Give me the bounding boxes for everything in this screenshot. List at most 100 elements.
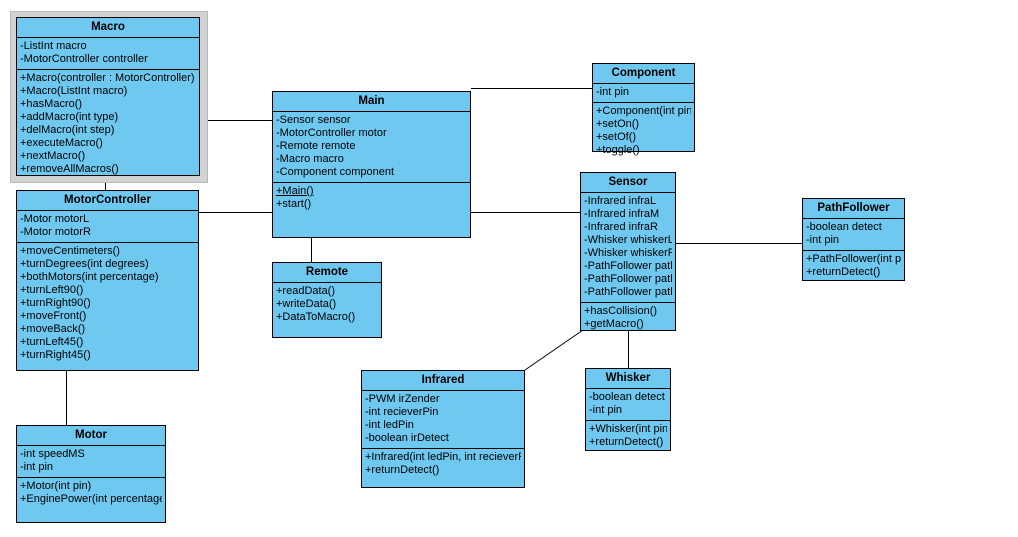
operation-row: +setOn() (596, 118, 640, 130)
association-main-component (471, 88, 593, 89)
attribute-row: -Macro macro (276, 153, 344, 165)
attribute-row: -int speedMS (20, 448, 85, 460)
operation-row: +moveCentimeters() (20, 245, 120, 257)
attribute-row: -Whisker whiskerL (584, 234, 672, 246)
operation-row: +Component(int pin) (596, 105, 691, 117)
attribute-row: -boolean detect (589, 391, 665, 403)
attribute-row: -Remote remote (276, 140, 356, 152)
association-macro-main (193, 120, 273, 121)
operations-sensor: +hasCollision() +getMacro() (581, 303, 675, 334)
class-box-macro[interactable]: Macro -ListInt macro -MotorController co… (16, 17, 200, 176)
attributes-motorcontroller: -Motor motorL -Motor motorR (17, 211, 198, 243)
attributes-motor: -int speedMS -int pin (17, 446, 165, 478)
attributes-whisker: -boolean detect -int pin (586, 389, 670, 421)
class-name-main: Main (273, 92, 470, 112)
association-motorcontroller-main (199, 212, 273, 213)
operation-row: +turnRight45() (20, 349, 91, 361)
association-motorcontroller-motor (66, 371, 67, 427)
operation-row: +removeAllMacros() (20, 163, 119, 175)
attribute-row: -int recieverPin (365, 406, 439, 418)
operations-motor: +Motor(int pin) +EnginePower(int percent… (17, 478, 165, 509)
attribute-row: -int pin (596, 86, 630, 98)
attribute-row: -Whisker whiskerR (584, 247, 672, 259)
class-name-macro: Macro (17, 18, 199, 38)
class-name-remote: Remote (273, 263, 381, 283)
operation-row: +toggle() (596, 144, 640, 156)
operation-row: +Infrared(int ledPin, int recieverPin) (365, 451, 521, 463)
operation-row-static: +Main() (276, 185, 314, 197)
attribute-row: -boolean irDetect (365, 432, 449, 444)
operations-macro: +Macro(controller : MotorController) +Ma… (17, 70, 199, 179)
attributes-infrared: -PWM irZender -int recieverPin -int ledP… (362, 391, 524, 449)
operation-row: +readData() (276, 285, 336, 297)
operation-row: +addMacro(int type) (20, 111, 119, 123)
attribute-row: -Component component (276, 166, 395, 178)
class-box-motorcontroller[interactable]: MotorController -Motor motorL -Motor mot… (16, 190, 199, 371)
association-sensor-pathfollower (676, 243, 803, 244)
class-box-sensor[interactable]: Sensor -Infrared infraL -Infrared infraM… (580, 172, 676, 331)
class-name-motor: Motor (17, 426, 165, 446)
association-main-sensor (471, 212, 581, 213)
association-sensor-whisker (628, 331, 629, 369)
operation-row: +EnginePower(int percentage) (20, 493, 162, 505)
attribute-row: -int pin (589, 404, 623, 416)
operation-row: +turnLeft90() (20, 284, 84, 296)
attribute-row: -Motor motorR (20, 226, 91, 238)
class-box-main[interactable]: Main -Sensor sensor -MotorController mot… (272, 91, 471, 238)
operation-row: +returnDetect() (806, 266, 881, 278)
attribute-row: -int ledPin (365, 419, 414, 431)
attributes-main: -Sensor sensor -MotorController motor -R… (273, 112, 470, 183)
class-box-component[interactable]: Component -int pin +Component(int pin) +… (592, 63, 695, 156)
operation-row: +setOf() (596, 131, 637, 143)
class-name-whisker: Whisker (586, 369, 670, 389)
operation-row: +Whisker(int pin) (589, 423, 667, 435)
class-name-component: Component (593, 64, 694, 84)
operation-row: +writeData() (276, 298, 337, 310)
operation-row: +executeMacro() (20, 137, 103, 149)
class-box-motor[interactable]: Motor -int speedMS -int pin +Motor(int p… (16, 425, 166, 523)
operation-row: +getMacro() (584, 318, 644, 330)
attribute-row: -Motor motorL (20, 213, 90, 225)
attribute-row: -PWM irZender (365, 393, 440, 405)
operations-pathfollower: +PathFollower(int pin) +returnDetect() (803, 251, 904, 282)
attribute-row: -PathFollower pathR (584, 286, 672, 298)
class-box-remote[interactable]: Remote +readData() +writeData() +DataToM… (272, 262, 382, 338)
operation-row: +Macro(controller : MotorController) (20, 72, 195, 84)
attribute-row: -Infrared infraL (584, 195, 657, 207)
operation-row: +start() (276, 198, 312, 210)
operation-row: +delMacro(int step) (20, 124, 115, 136)
class-box-infrared[interactable]: Infrared -PWM irZender -int recieverPin … (361, 370, 525, 488)
attribute-row: -Infrared infraM (584, 208, 660, 220)
class-name-pathfollower: PathFollower (803, 199, 904, 219)
attribute-row: -ListInt macro (20, 40, 87, 52)
attribute-row: -int pin (20, 461, 54, 473)
association-main-remote (311, 238, 312, 263)
operations-infrared: +Infrared(int ledPin, int recieverPin) +… (362, 449, 524, 480)
operation-row: +hasCollision() (584, 305, 658, 317)
operation-row: +bothMotors(int percentage) (20, 271, 159, 283)
attribute-row: -int pin (806, 234, 840, 246)
class-box-pathfollower[interactable]: PathFollower -boolean detect -int pin +P… (802, 198, 905, 281)
operations-whisker: +Whisker(int pin) +returnDetect() (586, 421, 670, 452)
operations-main: +Main() +start() (273, 183, 470, 214)
operation-row: +returnDetect() (589, 436, 664, 448)
attributes-macro: -ListInt macro -MotorController controll… (17, 38, 199, 70)
attribute-row: -PathFollower pathL (584, 260, 672, 272)
operations-motorcontroller: +moveCentimeters() +turnDegrees(int degr… (17, 243, 198, 365)
attribute-row: -boolean detect (806, 221, 882, 233)
operation-row: +Macro(ListInt macro) (20, 85, 128, 97)
class-box-whisker[interactable]: Whisker -boolean detect -int pin +Whiske… (585, 368, 671, 451)
attributes-pathfollower: -boolean detect -int pin (803, 219, 904, 251)
operation-row: +moveFront() (20, 310, 87, 322)
operation-row: +moveBack() (20, 323, 86, 335)
class-name-sensor: Sensor (581, 173, 675, 193)
class-name-motorcontroller: MotorController (17, 191, 198, 211)
attribute-row: -PathFollower pathM (584, 273, 672, 285)
operation-row: +turnDegrees(int degrees) (20, 258, 149, 270)
attributes-component: -int pin (593, 84, 694, 103)
attribute-row: -MotorController motor (276, 127, 387, 139)
attributes-sensor: -Infrared infraL -Infrared infraM -Infra… (581, 193, 675, 303)
operation-row: +hasMacro() (20, 98, 83, 110)
